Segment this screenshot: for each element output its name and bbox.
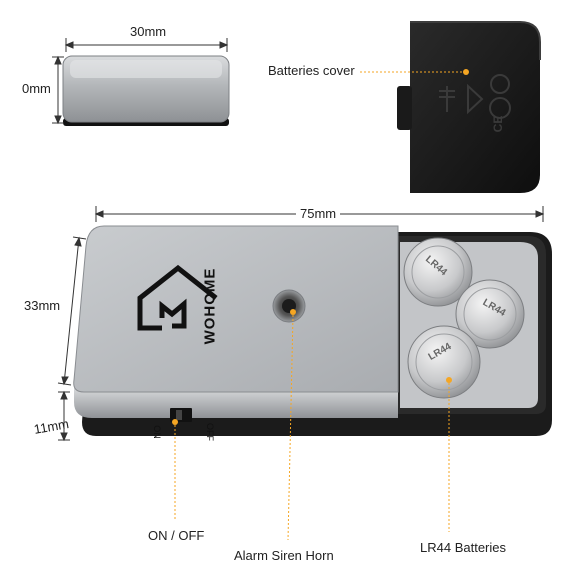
- brand-name: WOHOME: [201, 267, 219, 345]
- switch-off-label: OFF: [205, 423, 215, 441]
- battery-cover: [360, 21, 541, 193]
- magnet-height-label: 0mm: [22, 81, 51, 96]
- batteries-cover-label: Batteries cover: [268, 63, 355, 78]
- lr44-battery-stack: [403, 237, 525, 399]
- main-width-dimension-line: [57, 236, 87, 386]
- main-thickness-dimension-line: [58, 390, 70, 442]
- magnet-piece: [62, 55, 230, 126]
- lr44-batteries-label: LR44 Batteries: [420, 540, 506, 555]
- alarm-siren-callout: [287, 309, 296, 541]
- on-off-callout: [172, 419, 178, 520]
- magnet-width-label: 30mm: [130, 24, 167, 39]
- lr44-batteries-callout: [446, 377, 452, 532]
- magnet-width-dimension-line: [64, 38, 229, 52]
- brand-logo-icon: [137, 264, 218, 331]
- cover-ce-mark: CE: [491, 115, 505, 133]
- main-sensor-body: [73, 225, 552, 436]
- magnet-height-dimension-line: [52, 55, 64, 125]
- on-off-label: ON / OFF: [148, 528, 205, 543]
- battery-cover-callout-dot: [463, 69, 469, 75]
- alarm-siren-horn-label: Alarm Siren Horn: [234, 548, 334, 563]
- cover-embossed-marks: [439, 74, 511, 119]
- main-width-label: 33mm: [24, 298, 61, 313]
- main-length-label: 75mm: [296, 206, 341, 221]
- switch-on-label: ON: [152, 425, 162, 439]
